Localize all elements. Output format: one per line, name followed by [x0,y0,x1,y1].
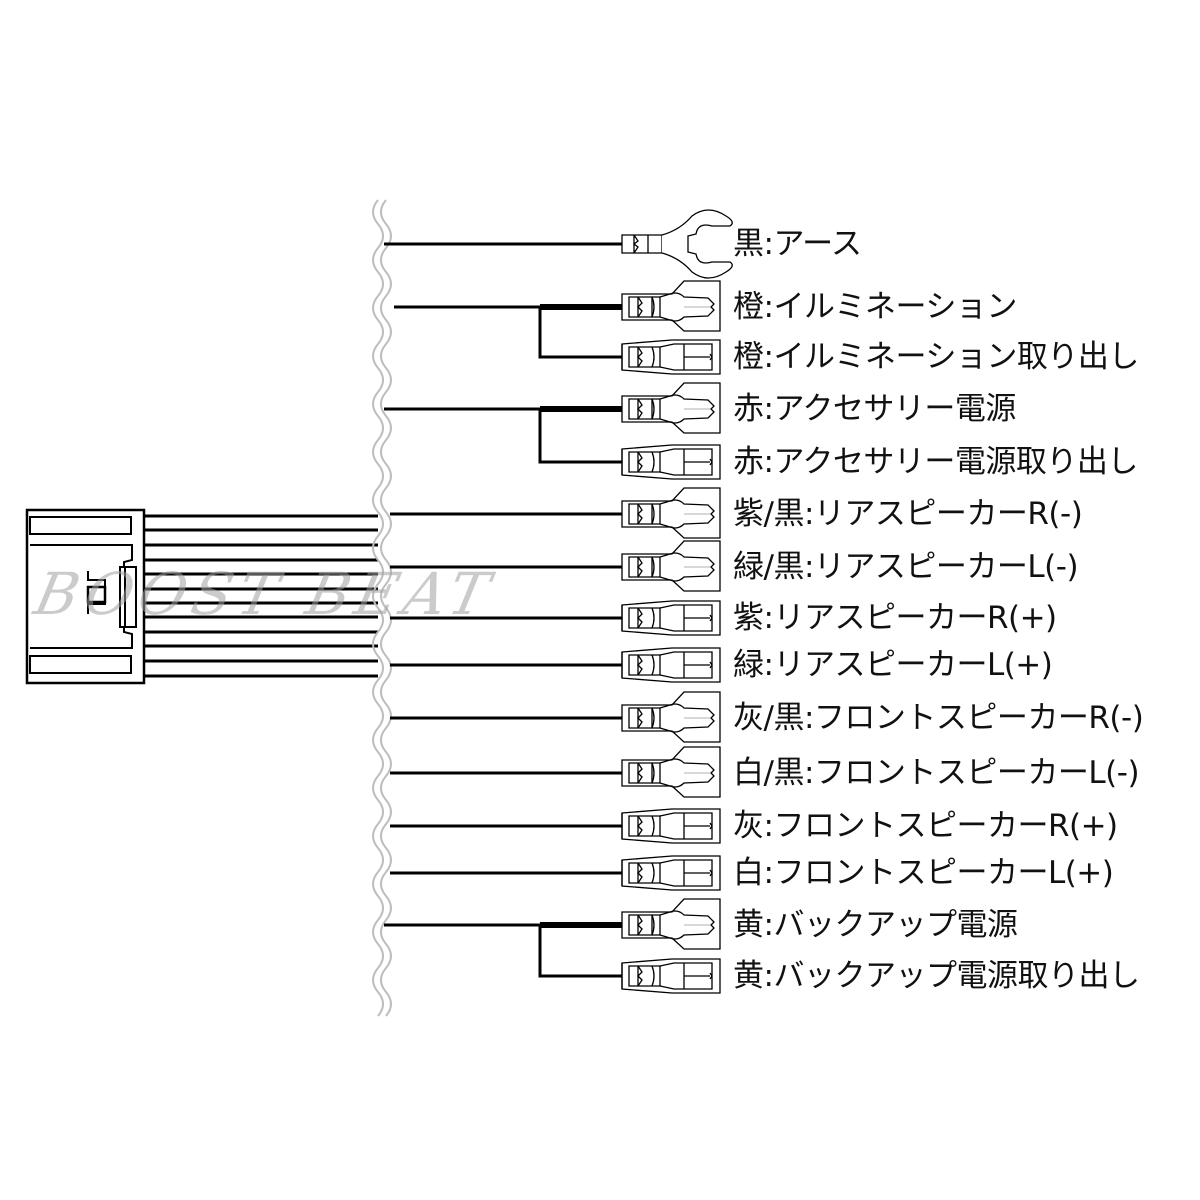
harness-plug [25,508,146,685]
ring-terminal [621,209,733,279]
wire-bundle [144,514,378,678]
female-terminal [621,955,721,997]
wire-label-rear-r-neg: 紫/黒:リアスピーカーR(-) [733,496,1083,532]
wire-label-ground: 黒:アース [733,226,862,262]
wire-label-front-l-pos: 白:フロントスピーカーL(+) [733,855,1114,891]
female-terminal [621,336,721,378]
wire-label-rear-l-neg: 緑/黒:リアスピーカーL(-) [733,549,1079,585]
wire-label-illumination-tap: 橙:イルミネーション取り出し [733,339,1139,375]
wire-label-backup-tap: 黄:バックアップ電源取り出し [733,958,1140,994]
female-terminal [621,852,721,894]
wire-label-accessory-tap: 赤:アクセサリー電源取り出し [733,444,1138,480]
wire-label-rear-l-pos: 緑:リアスピーカーL(+) [733,647,1053,683]
female-terminal [621,644,721,686]
female-terminal [621,441,721,483]
wire-label-accessory: 赤:アクセサリー電源 [733,391,1016,427]
wire-label-backup: 黄:バックアップ電源 [733,907,1018,943]
wire-label-front-l-neg: 白/黒:フロントスピーカーL(-) [733,755,1140,791]
wire-label-illumination: 橙:イルミネーション [733,289,1017,325]
female-terminal [621,805,721,847]
break-line [372,199,384,1017]
watermark: BOOST BEAT [28,560,502,628]
wire-label-rear-r-pos: 紫:リアスピーカーR(+) [733,600,1057,636]
female-terminal [621,597,721,639]
wire-label-front-r-pos: 灰:フロントスピーカーR(+) [733,808,1118,844]
wires [384,242,622,978]
wire-label-front-r-neg: 灰/黒:フロントスピーカーR(-) [733,700,1144,736]
